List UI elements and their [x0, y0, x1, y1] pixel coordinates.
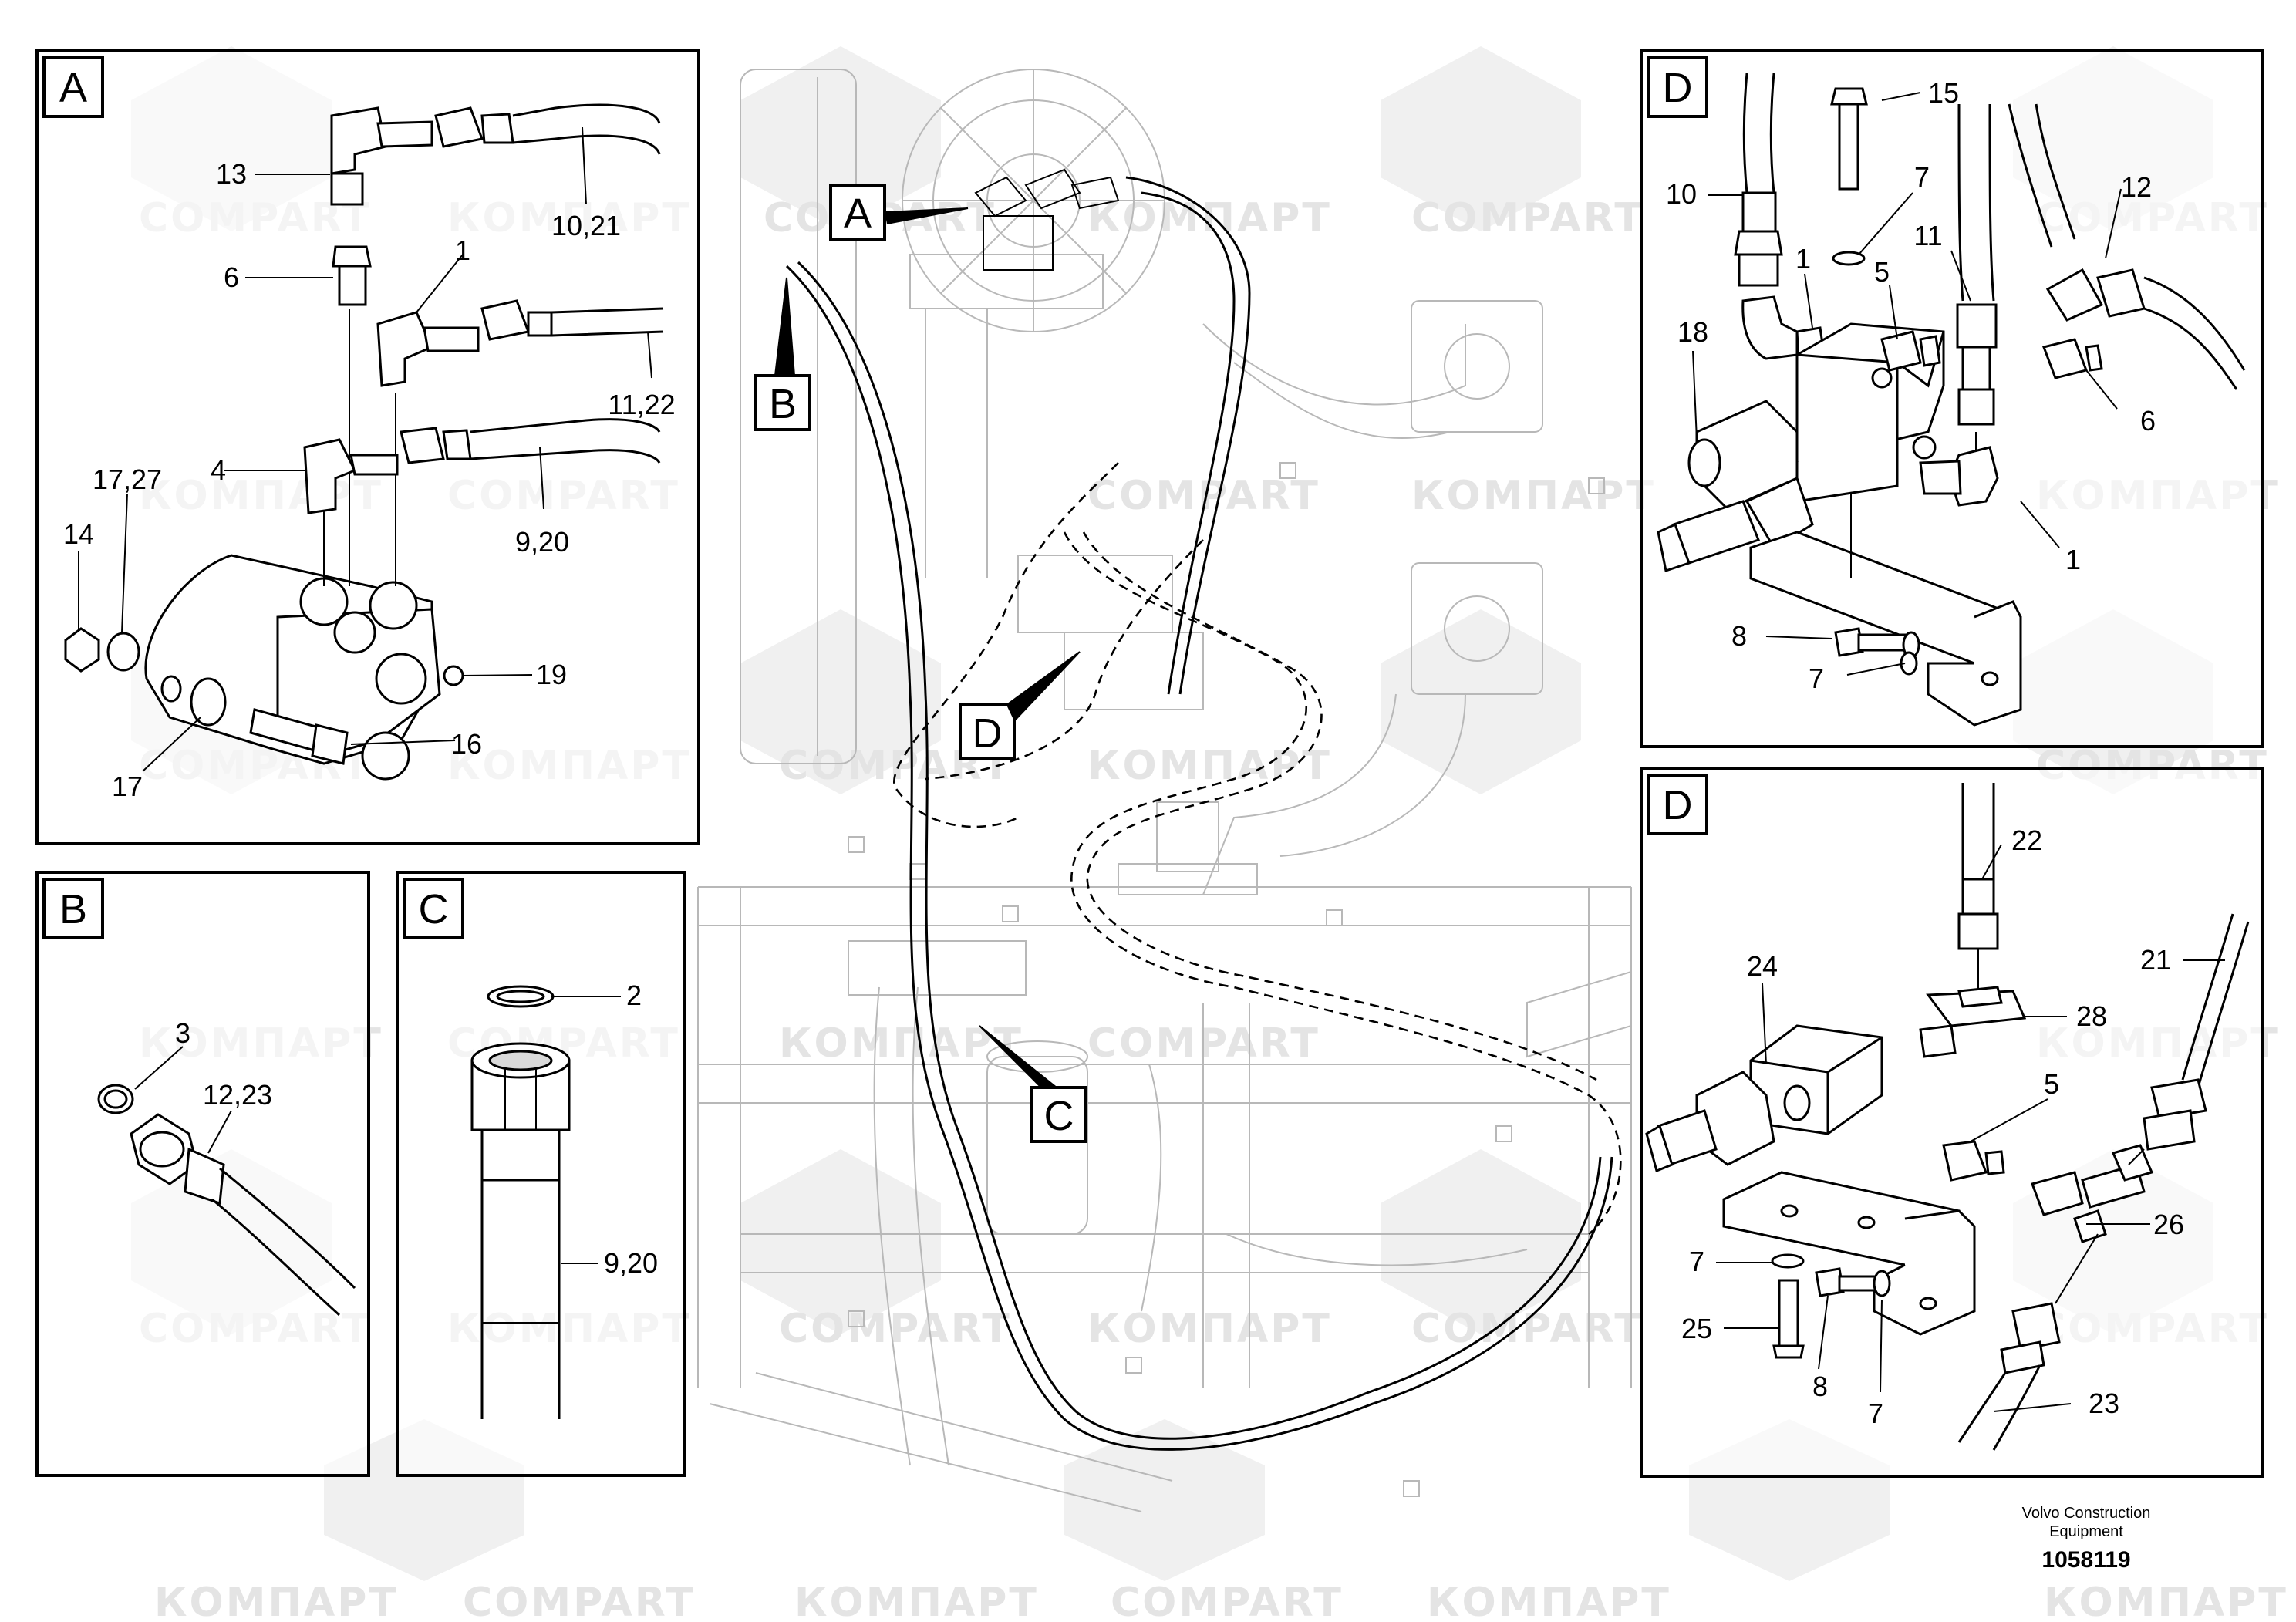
- nipple-6: [332, 245, 372, 268]
- hose-nut-10: [1734, 230, 1783, 256]
- callout-d-bottom-26: 26: [2153, 1209, 2184, 1240]
- watermark-text: КОМПАРТ: [1427, 1580, 1671, 1622]
- callout-d-top-8: 8: [1731, 620, 1747, 652]
- callout-d-bottom-25: 25: [1681, 1313, 1712, 1344]
- callout-d-top-6: 6: [2140, 405, 2156, 437]
- callout-a-13: 13: [216, 158, 247, 190]
- watermark-text: КОМПАРТ: [1411, 473, 1656, 519]
- main-marker-b-label: B: [769, 381, 797, 427]
- callout-d-bottom-21: 21: [2140, 944, 2171, 976]
- fitting-5: [1942, 1140, 1988, 1182]
- bolt-15: [1830, 87, 1868, 106]
- hose-nut-12: [2045, 268, 2104, 322]
- drawing-number: 1058119: [2041, 1547, 2130, 1573]
- panel-a: A: [35, 49, 700, 845]
- company-name-line2: Equipment: [2049, 1523, 2123, 1540]
- panel-b-letter: B: [59, 886, 87, 932]
- panel-d-bottom-letter: D: [1663, 782, 1693, 828]
- tee-26: [2031, 1171, 2084, 1216]
- watermark-text: КОМПАРТ: [154, 1580, 399, 1622]
- hose-nut-22: [1957, 912, 1999, 950]
- callout-c-9-20: 9,20: [604, 1247, 658, 1279]
- watermark-text: КОМПАРТ: [1087, 1306, 1332, 1352]
- main-marker-c-label: C: [1044, 1093, 1074, 1139]
- callout-a-19: 19: [536, 659, 567, 690]
- panel-d-top-letter: D: [1663, 65, 1693, 111]
- panel-c-letter: C: [419, 886, 449, 932]
- watermark-text: COMPART: [1411, 195, 1644, 241]
- watermark-text: КОМПАРТ: [1087, 195, 1332, 241]
- main-marker-d[interactable]: D: [959, 651, 1081, 760]
- washer-17: [190, 677, 227, 727]
- panel-c: C 2 9,20: [396, 871, 686, 1477]
- callout-b-12-23: 12,23: [203, 1079, 272, 1111]
- panel-d-top: D: [1640, 49, 2264, 748]
- main-marker-b[interactable]: B: [754, 277, 811, 431]
- main-marker-a-label: A: [844, 191, 872, 237]
- callout-d-top-5: 5: [1874, 256, 1890, 288]
- hose-nut-11: [1956, 303, 1998, 349]
- callout-a-17: 17: [112, 771, 143, 802]
- callout-d-bottom-5: 5: [2044, 1068, 2059, 1100]
- callout-d-bottom-28: 28: [2076, 1000, 2107, 1032]
- main-marker-a[interactable]: A: [829, 184, 969, 241]
- callout-d-top-7b: 7: [1809, 663, 1824, 694]
- watermark-text: COMPART: [463, 1580, 696, 1622]
- lockwasher-7: [1771, 1253, 1805, 1269]
- panel-d-bottom: D: [1640, 767, 2264, 1478]
- watermark-text: КОМПАРТ: [2044, 1580, 2288, 1622]
- footer: Volvo Construction Equipment 1058119: [2022, 1505, 2151, 1573]
- callout-d-bottom-22: 22: [2011, 824, 2042, 856]
- callout-a-11-22: 11,22: [608, 389, 675, 420]
- watermark-text: COMPART: [1411, 1306, 1644, 1352]
- callout-c-2: 2: [626, 980, 642, 1011]
- lockwasher-7: [1832, 251, 1866, 266]
- main-marker-c[interactable]: C: [979, 1025, 1087, 1143]
- callout-d-bottom-7b: 7: [1868, 1398, 1883, 1429]
- callout-d-top-11: 11: [1913, 220, 1942, 251]
- callout-d-bottom-23: 23: [2089, 1388, 2119, 1419]
- callout-d-bottom-7a: 7: [1689, 1246, 1704, 1277]
- callout-a-14: 14: [63, 518, 94, 550]
- watermark-text: КОМПАРТ: [794, 1580, 1039, 1622]
- lockwasher-7b: [1873, 1270, 1891, 1297]
- company-name-line1: Volvo Construction: [2022, 1505, 2151, 1522]
- panel-b: B 3 12,23: [35, 871, 370, 1477]
- hose-nut-23: [2011, 1302, 2061, 1351]
- callout-d-top-1b: 1: [2065, 544, 2081, 575]
- callout-a-1: 1: [455, 234, 470, 266]
- callout-a-9-20: 9,20: [515, 526, 569, 558]
- callout-a-10-21: 10,21: [551, 210, 621, 241]
- callout-b-3: 3: [175, 1017, 190, 1049]
- callout-d-top-10: 10: [1666, 178, 1697, 210]
- callout-d-top-12: 12: [2121, 171, 2152, 203]
- callout-d-top-1a: 1: [1795, 243, 1811, 275]
- watermark-text: COMPART: [1111, 1580, 1344, 1622]
- bolt-25: [1778, 1279, 1799, 1347]
- bolt-8: [1834, 627, 1864, 657]
- callout-d-top-18: 18: [1677, 316, 1708, 348]
- elbow-4: [303, 438, 357, 514]
- hose-nut-21: [2143, 1109, 2196, 1151]
- elbow-1: [1741, 295, 1799, 360]
- main-assembly-view: [697, 69, 1632, 1512]
- watermark-text: COMPART: [779, 1306, 1012, 1352]
- bolt-8: [1815, 1267, 1845, 1297]
- panel-a-letter: A: [59, 65, 87, 111]
- callout-d-top-7a: 7: [1914, 161, 1930, 193]
- seal-17-27: [106, 632, 140, 672]
- fitting-5: [1880, 330, 1922, 372]
- callout-a-16: 16: [451, 728, 482, 760]
- callout-d-top-15: 15: [1928, 77, 1959, 109]
- watermark-text: КОМПАРТ: [1087, 743, 1332, 789]
- callout-a-4: 4: [211, 454, 226, 486]
- callout-a-6: 6: [224, 261, 239, 293]
- callout-d-bottom-24: 24: [1747, 950, 1778, 982]
- nut-14: [64, 627, 100, 673]
- callout-a-17-27: 17,27: [93, 464, 162, 495]
- callout-d-bottom-8: 8: [1812, 1371, 1828, 1402]
- watermark-text: КОМПАРТ: [779, 1020, 1023, 1067]
- main-marker-d-label: D: [973, 710, 1003, 757]
